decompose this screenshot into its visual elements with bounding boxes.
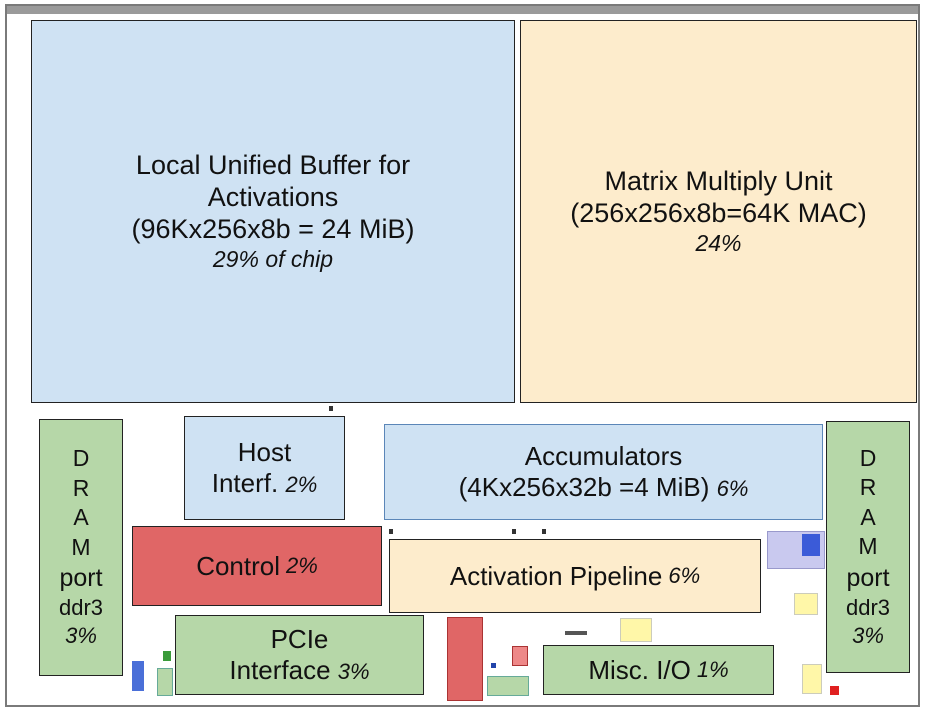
red-small-cell xyxy=(512,646,528,666)
red-dot xyxy=(830,686,839,695)
dram-right-port-label: port xyxy=(846,563,890,592)
dram-right-ddr-label: ddr3 xyxy=(845,594,891,620)
mmu-title: Matrix Multiply Unit xyxy=(604,166,833,197)
dram-right-letter-a: A xyxy=(860,503,876,530)
control-label: Control xyxy=(196,550,281,581)
control-block: Control 2% xyxy=(132,526,382,606)
dram-left-letter-m: M xyxy=(71,533,91,560)
dram-right-percentage: 3% xyxy=(852,622,884,648)
dram-left-port-label: port xyxy=(59,564,103,593)
host-interface-block: Host Interf. 2% xyxy=(184,416,345,520)
dram-left-letter-r: R xyxy=(72,474,90,501)
host-title-line1: Host xyxy=(237,437,292,468)
mmu-capacity: (256x256x8b=64K MAC) xyxy=(570,197,867,228)
pcie-title-line1: PCIe xyxy=(270,624,329,655)
local-unified-buffer-block: Local Unified Buffer for Activations (96… xyxy=(31,20,515,403)
pcie-percentage: 3% xyxy=(337,659,370,684)
control-percentage: 2% xyxy=(286,553,318,579)
dram-left-letter-d: D xyxy=(72,445,90,472)
accumulators-block: Accumulators (4Kx256x32b =4 MiB) 6% xyxy=(384,424,823,520)
dram-right-letter-r: R xyxy=(859,474,877,501)
blue-small-cell xyxy=(132,661,144,691)
dram-right-letter-m: M xyxy=(858,533,878,560)
chip-floorplan: Local Unified Buffer for Activations (96… xyxy=(5,4,920,707)
activation-pipeline-block: Activation Pipeline 6% xyxy=(389,539,761,613)
lub-percentage: 29% of chip xyxy=(212,245,334,272)
accumulators-capacity: (4Kx256x32b =4 MiB) xyxy=(458,472,710,502)
dark-pin-2 xyxy=(389,529,393,534)
mmu-percentage: 24% xyxy=(695,229,742,256)
activation-pipeline-percentage: 6% xyxy=(668,563,701,589)
blue-stair-block xyxy=(802,534,820,556)
misc-io-label: Misc. I/O xyxy=(588,654,691,685)
activation-pipeline-label: Activation Pipeline xyxy=(449,560,663,591)
lub-title-line2: Activations xyxy=(207,182,339,212)
misc-io-percentage: 1% xyxy=(696,657,729,683)
yellow-note-2 xyxy=(794,593,818,615)
lub-capacity: (96Kx256x8b = 24 MiB) xyxy=(131,213,415,244)
yellow-note-1 xyxy=(620,618,652,642)
host-title-line2-text: Interf. xyxy=(211,468,279,498)
dram-right-letter-d: D xyxy=(859,444,877,471)
pcie-title-line2: Interface 3% xyxy=(229,655,369,686)
dark-pin-1 xyxy=(329,406,333,411)
chip-top-edge xyxy=(7,6,918,14)
green-small-cell xyxy=(487,676,529,696)
host-percentage: 2% xyxy=(285,472,318,497)
lub-title-line1: Local Unified Buffer for xyxy=(135,150,411,181)
dram-left-percentage: 3% xyxy=(65,623,97,649)
dram-port-left: D R A M port ddr3 3% xyxy=(39,419,123,676)
host-title-line2: Interf. 2% xyxy=(212,468,318,499)
red-cell-column xyxy=(447,617,483,701)
dark-bar xyxy=(565,631,587,635)
dram-left-ddr-label: ddr3 xyxy=(58,595,104,621)
accumulators-percentage: 6% xyxy=(716,476,749,501)
dram-port-right: D R A M port ddr3 3% xyxy=(826,421,910,673)
accumulators-title: Accumulators xyxy=(524,441,683,472)
pcie-interface-block: PCIe Interface 3% xyxy=(175,615,424,695)
misc-io-block: Misc. I/O 1% xyxy=(543,645,774,695)
green-small-block xyxy=(157,668,173,696)
matrix-multiply-unit-block: Matrix Multiply Unit (256x256x8b=64K MAC… xyxy=(520,20,917,403)
yellow-note-3 xyxy=(802,664,822,694)
green-dot xyxy=(163,651,171,661)
dark-pin-3 xyxy=(512,529,516,534)
accumulators-capacity-line: (4Kx256x32b =4 MiB) 6% xyxy=(459,472,749,503)
blue-dot xyxy=(491,663,496,668)
dram-left-letter-a: A xyxy=(73,504,89,531)
dark-pin-4 xyxy=(542,529,546,534)
pcie-title-line2-text: Interface xyxy=(229,655,331,685)
